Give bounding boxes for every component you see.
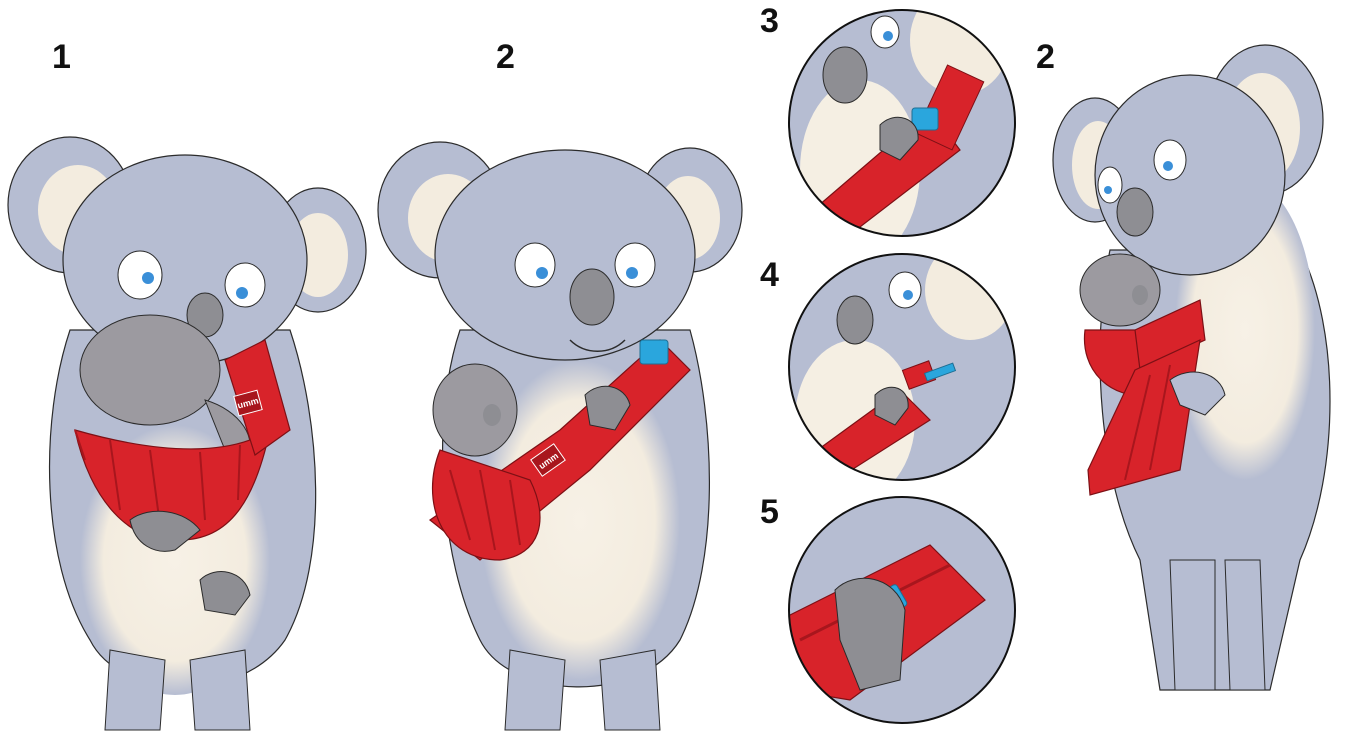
left-eye [118,251,162,299]
baby-nose [483,404,501,426]
buckle [912,108,938,130]
right-eye [615,243,655,287]
left-eye [515,243,555,287]
left-leg [1170,560,1215,690]
left-iris [536,267,548,279]
left-leg [505,650,565,730]
right-leg [600,650,660,730]
baby-head [1080,254,1160,326]
head [1095,75,1285,275]
detail-circle-5 [780,497,1015,723]
buckle [640,340,668,364]
right-iris [236,287,248,299]
koala-step-2-side [1053,45,1330,690]
right-leg [190,650,250,730]
detail-circle-3 [789,0,1015,260]
koala-step-2: umm [378,142,742,730]
eye [1154,140,1186,180]
detail-circle-4 [789,240,1015,500]
baby-koala [80,315,220,425]
iris [1163,161,1173,171]
head [435,150,695,360]
nose [823,47,867,103]
right-eye [225,263,265,307]
left-iris [142,272,154,284]
baby-nose [1132,285,1148,305]
nose [837,296,873,344]
right-leg [1225,560,1265,690]
nose [570,269,614,325]
nose [1117,188,1153,236]
koala-step-1: umm [8,137,366,730]
right-iris [626,267,638,279]
baby-head [433,364,517,456]
left-leg [105,650,165,730]
